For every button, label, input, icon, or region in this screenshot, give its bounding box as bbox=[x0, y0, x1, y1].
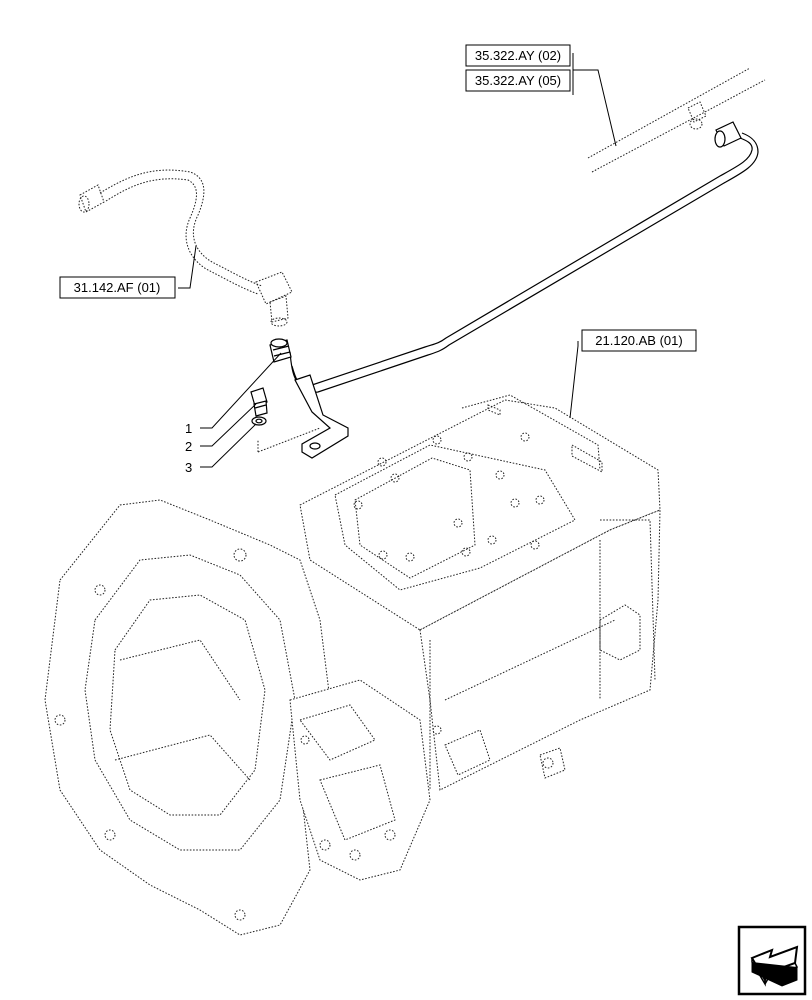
transmission-housing bbox=[44, 394, 661, 936]
ref-box-31142-af-01[interactable]: 31.142.AF (01) bbox=[59, 276, 176, 299]
pipe-bracket bbox=[257, 374, 349, 459]
arrow-previous-icon[interactable] bbox=[737, 925, 807, 996]
rigid-pipe bbox=[269, 121, 759, 393]
callout-3: 3 bbox=[185, 460, 192, 475]
ref-box-35322-ay-02[interactable]: 35.322.AY (02) bbox=[465, 44, 571, 67]
callout-2: 2 bbox=[185, 439, 192, 454]
ref-box-35322-ay-05[interactable]: 35.322.AY (05) bbox=[465, 69, 571, 92]
plug-screw bbox=[250, 387, 268, 417]
reference-axis-lines bbox=[587, 67, 766, 173]
callout-1: 1 bbox=[185, 421, 192, 436]
ref-label-35322-ay-05: 35.322.AY (05) bbox=[475, 73, 561, 88]
ref-label-21120-ab-01: 21.120.AB (01) bbox=[595, 333, 682, 348]
ref-box-21120-ab-01[interactable]: 21.120.AB (01) bbox=[581, 329, 697, 352]
leader-lines bbox=[178, 53, 617, 468]
sealing-washer bbox=[251, 416, 267, 426]
ref-label-35322-ay-02: 35.322.AY (02) bbox=[475, 48, 561, 63]
ref-label-31142-af-01: 31.142.AF (01) bbox=[74, 280, 161, 295]
hydraulic-hose bbox=[78, 169, 293, 327]
